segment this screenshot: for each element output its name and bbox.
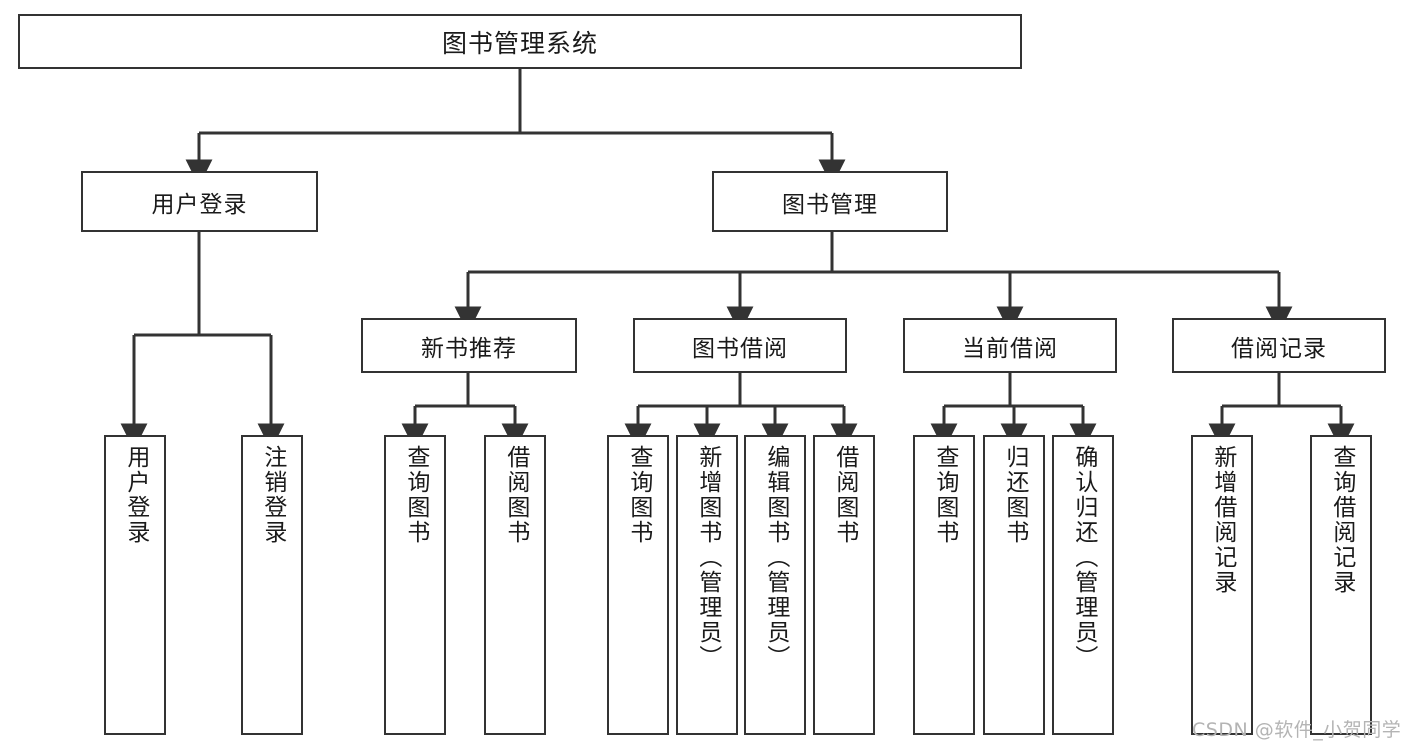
node-leaf-query-book-3[interactable]: 查询图书 [913,435,975,735]
node-root-book-management-system[interactable]: 图书管理系统 [18,14,1022,69]
node-label: 归还图书 [1001,445,1028,545]
node-book-manage[interactable]: 图书管理 [712,171,948,232]
node-leaf-add-borrow-record[interactable]: 新增借阅记录 [1191,435,1253,735]
node-user-login[interactable]: 用户登录 [81,171,318,232]
node-label: 查询借阅记录 [1328,445,1355,595]
node-new-book-recommend[interactable]: 新书推荐 [361,318,577,373]
node-label: 图书管理系统 [441,28,598,58]
node-label: 编辑图书（管理员） [762,445,789,670]
node-leaf-query-book-1[interactable]: 查询图书 [384,435,446,735]
node-label: 新书推荐 [421,335,517,362]
node-label: 借阅记录 [1231,335,1327,362]
node-leaf-logout[interactable]: 注销登录 [241,435,303,735]
node-label: 图书管理 [782,191,878,218]
node-leaf-query-borrow-record[interactable]: 查询借阅记录 [1310,435,1372,735]
node-label: 确认归还（管理员） [1070,445,1097,670]
node-label: 当前借阅 [962,335,1058,362]
node-label: 用户登录 [122,445,149,545]
node-leaf-add-book-admin[interactable]: 新增图书（管理员） [676,435,738,735]
node-leaf-borrow-book-2[interactable]: 借阅图书 [813,435,875,735]
node-label: 查询图书 [625,445,652,545]
node-leaf-user-login[interactable]: 用户登录 [104,435,166,735]
node-label: 图书借阅 [692,335,788,362]
node-label: 新增图书（管理员） [694,445,721,670]
node-current-borrow[interactable]: 当前借阅 [903,318,1117,373]
node-leaf-edit-book-admin[interactable]: 编辑图书（管理员） [744,435,806,735]
node-label: 借阅图书 [502,445,529,545]
node-label: 查询图书 [402,445,429,545]
node-label: 注销登录 [259,445,286,545]
csdn-watermark: CSDN @软件_小贺同学 [1192,719,1402,741]
node-leaf-confirm-return-admin[interactable]: 确认归还（管理员） [1052,435,1114,735]
node-leaf-borrow-book-1[interactable]: 借阅图书 [484,435,546,735]
node-label: 查询图书 [931,445,958,545]
node-label: 新增借阅记录 [1209,445,1236,595]
node-leaf-return-book[interactable]: 归还图书 [983,435,1045,735]
node-leaf-query-book-2[interactable]: 查询图书 [607,435,669,735]
node-label: 用户登录 [151,191,248,218]
node-label: 借阅图书 [831,445,858,545]
node-book-borrow[interactable]: 图书借阅 [633,318,847,373]
node-borrow-record[interactable]: 借阅记录 [1172,318,1386,373]
